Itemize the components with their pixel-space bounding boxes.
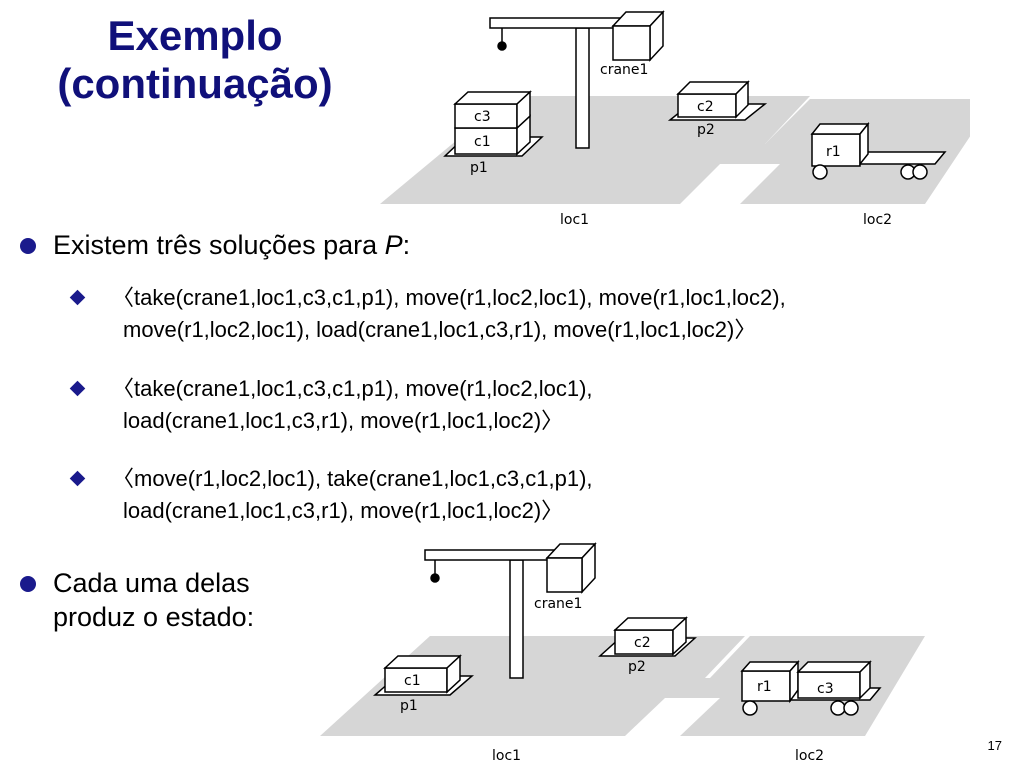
- bullet-final-line2: produz o estado:: [53, 602, 255, 632]
- loc1-label: loc1: [560, 212, 589, 228]
- c3-label-final: c3: [817, 681, 834, 697]
- loc2-label-final: loc2: [795, 748, 824, 764]
- pile-p2-final: [598, 616, 697, 657]
- pile-p1: [443, 90, 544, 157]
- bullet-solutions-text: Existem três soluções para: [53, 230, 385, 260]
- diamond-2: [69, 380, 86, 397]
- diamond-3: [69, 470, 86, 487]
- crane-label: crane1: [600, 62, 648, 78]
- p1-label-final: p1: [400, 698, 418, 714]
- c2-label: c2: [697, 99, 714, 115]
- bullet-final-line1: Cada uma delas: [53, 568, 250, 598]
- bullet-solutions: Existem três soluções para P:: [53, 228, 410, 262]
- bullet-dot-2: [20, 576, 36, 592]
- solution-3: 〈move(r1,loc2,loc1), take(crane1,loc1,c3…: [112, 463, 593, 527]
- c1-label-final: c1: [404, 673, 421, 689]
- solution-1-line2: move(r1,loc2,loc1), load(crane1,loc1,c3,…: [123, 317, 757, 342]
- crane1: [489, 10, 665, 149]
- solution-2-line2: load(crane1,loc1,c3,r1), move(r1,loc1,lo…: [123, 408, 564, 433]
- slide-title: Exemplo (continuação): [30, 12, 360, 108]
- solution-2: 〈take(crane1,loc1,c3,c1,p1), move(r1,loc…: [112, 373, 593, 437]
- bullet-dot-1: [20, 238, 36, 254]
- c3-label: c3: [474, 109, 491, 125]
- crane1-final: [424, 542, 597, 679]
- pile-p2: [667, 80, 768, 121]
- diagram-initial-state: crane1 c3 c1 p1 c2 p2 r1 loc1 loc2: [380, 10, 970, 228]
- crane-label-final: crane1: [534, 596, 582, 612]
- solution-1-line1: 〈take(crane1,loc1,c3,c1,p1), move(r1,loc…: [112, 285, 786, 310]
- page-number: 17: [987, 738, 1002, 753]
- bullet-solutions-suffix: :: [402, 230, 411, 260]
- c1-label: c1: [474, 134, 491, 150]
- bullet-solutions-var: P: [384, 230, 403, 260]
- diagram-final-state: crane1 c1 p1 c2 p2 r1 c3 loc1 loc2: [320, 542, 925, 764]
- p2-label: p2: [697, 122, 715, 138]
- robot-r1: [810, 121, 947, 180]
- bullet-final-state: Cada uma delas produz o estado:: [53, 566, 254, 634]
- solution-1: 〈take(crane1,loc1,c3,c1,p1), move(r1,loc…: [112, 282, 786, 346]
- title-line-1: Exemplo: [107, 12, 283, 59]
- c2-label-final: c2: [634, 635, 651, 651]
- p1-label: p1: [470, 160, 488, 176]
- r1-label: r1: [826, 144, 841, 160]
- solution-2-line1: 〈take(crane1,loc1,c3,c1,p1), move(r1,loc…: [112, 376, 593, 401]
- diamond-1: [69, 289, 86, 306]
- title-line-2: (continuação): [57, 60, 333, 107]
- p2-label-final: p2: [628, 659, 646, 675]
- r1-label-final: r1: [757, 679, 772, 695]
- solution-3-line1: 〈move(r1,loc2,loc1), take(crane1,loc1,c3…: [112, 466, 593, 491]
- solution-3-line2: load(crane1,loc1,c3,r1), move(r1,loc1,lo…: [123, 498, 564, 523]
- pile-p1-final: [372, 654, 475, 696]
- loc1-label-final: loc1: [492, 748, 521, 764]
- robot-r1-final: [740, 660, 882, 716]
- loc2-label: loc2: [863, 212, 892, 228]
